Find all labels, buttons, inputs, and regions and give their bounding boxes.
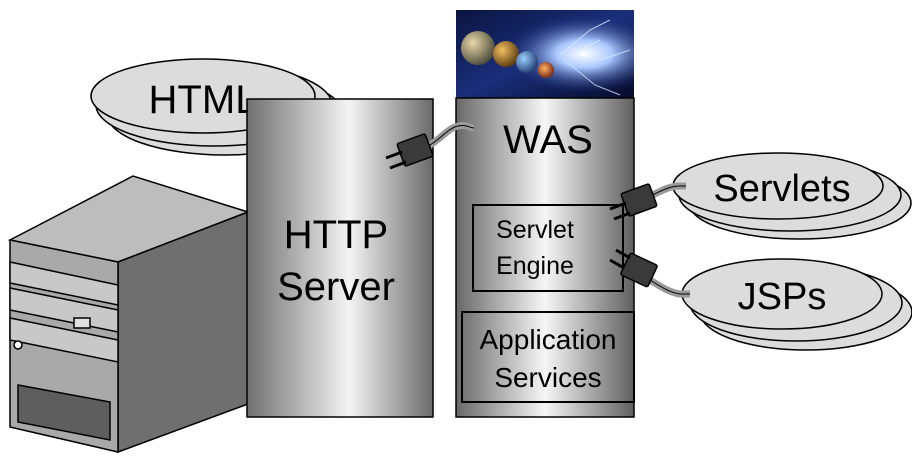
jsps-label: JSPs xyxy=(738,276,827,318)
servlet-engine-box xyxy=(472,204,624,292)
servlets-plug-icon xyxy=(609,182,686,221)
jsps-plug-icon xyxy=(609,248,690,298)
was-panel: WAS Servlet Engine Application Services xyxy=(455,97,635,418)
servlet-engine-line1: Servlet xyxy=(496,216,574,244)
server-computer-icon xyxy=(7,175,251,454)
http-server-line2: Server xyxy=(277,265,395,309)
app-services-line1: Application xyxy=(480,324,617,355)
servlets-label: Servlets xyxy=(713,168,850,210)
http-was-plug-icon xyxy=(385,121,475,170)
html-label: HTML xyxy=(149,78,258,122)
was-title: WAS xyxy=(503,118,593,162)
servlets-file-stack: Servlets xyxy=(672,152,912,240)
space-illustration xyxy=(456,10,634,98)
app-services-line2: Services xyxy=(494,362,601,393)
app-services-box xyxy=(461,311,635,403)
jsps-file-stack: JSPs xyxy=(681,258,912,351)
servlet-engine-line2: Engine xyxy=(496,252,574,280)
http-server-line1: HTTP xyxy=(284,213,388,257)
